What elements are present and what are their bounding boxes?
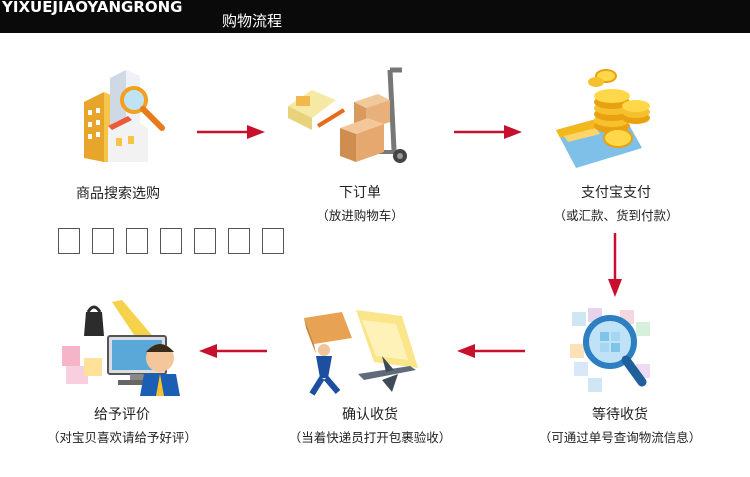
placeholder-box: [262, 228, 284, 254]
step-3: 支付宝支付 （或汇款、货到付款）: [536, 182, 696, 224]
step-6: 给予评价 （对宝贝喜欢请给予好评）: [30, 404, 214, 446]
step-title: 下订单: [339, 185, 381, 201]
placeholder-box: [58, 228, 80, 254]
step-subtitle: （或汇款、货到付款）: [553, 208, 679, 223]
step-title: 确认收货: [342, 407, 398, 423]
step-4: 等待收货 （可通过单号查询物流信息）: [518, 404, 722, 446]
brand-text: YIXUEJIAOYANGRONG: [2, 0, 183, 16]
placeholder-box: [126, 228, 148, 254]
courier-airplane-icon: [304, 310, 418, 396]
header-bar: YIXUEJIAOYANGRONG 购物流程: [0, 0, 750, 33]
placeholder-boxes: [58, 228, 284, 254]
step-5: 确认收货 （当着快递员打开包裹验收）: [272, 404, 468, 446]
placeholder-box: [228, 228, 250, 254]
step-subtitle: （放进购物车）: [316, 208, 404, 223]
arrow-left-2: [199, 344, 267, 358]
placeholder-box: [92, 228, 114, 254]
hand-truck-boxes-icon: [288, 67, 407, 163]
building-magnifier-icon: [84, 70, 165, 162]
placeholder-box: [160, 228, 182, 254]
arrow-right-2: [454, 125, 522, 139]
magnifier-blocks-icon: [570, 308, 650, 392]
page-subtitle: 购物流程: [222, 12, 283, 30]
step-2: 下订单 （放进购物车）: [290, 182, 430, 224]
coins-card-icon: [556, 69, 650, 168]
customer-computer-icon: [62, 300, 180, 396]
placeholder-box: [194, 228, 216, 254]
step-subtitle: （对宝贝喜欢请给予好评）: [46, 430, 197, 445]
step-title: 给予评价: [94, 407, 150, 423]
step-subtitle: （当着快递员打开包裹验收）: [288, 430, 452, 445]
step-subtitle: （可通过单号查询物流信息）: [538, 430, 702, 445]
step-title: 支付宝支付: [581, 185, 651, 201]
step-1: 商品搜索选购: [60, 183, 176, 203]
step-title: 商品搜索选购: [76, 186, 160, 202]
arrow-down: [608, 233, 622, 297]
arrow-right-1: [197, 125, 265, 139]
step-title: 等待收货: [592, 407, 648, 423]
arrow-left-1: [457, 344, 525, 358]
